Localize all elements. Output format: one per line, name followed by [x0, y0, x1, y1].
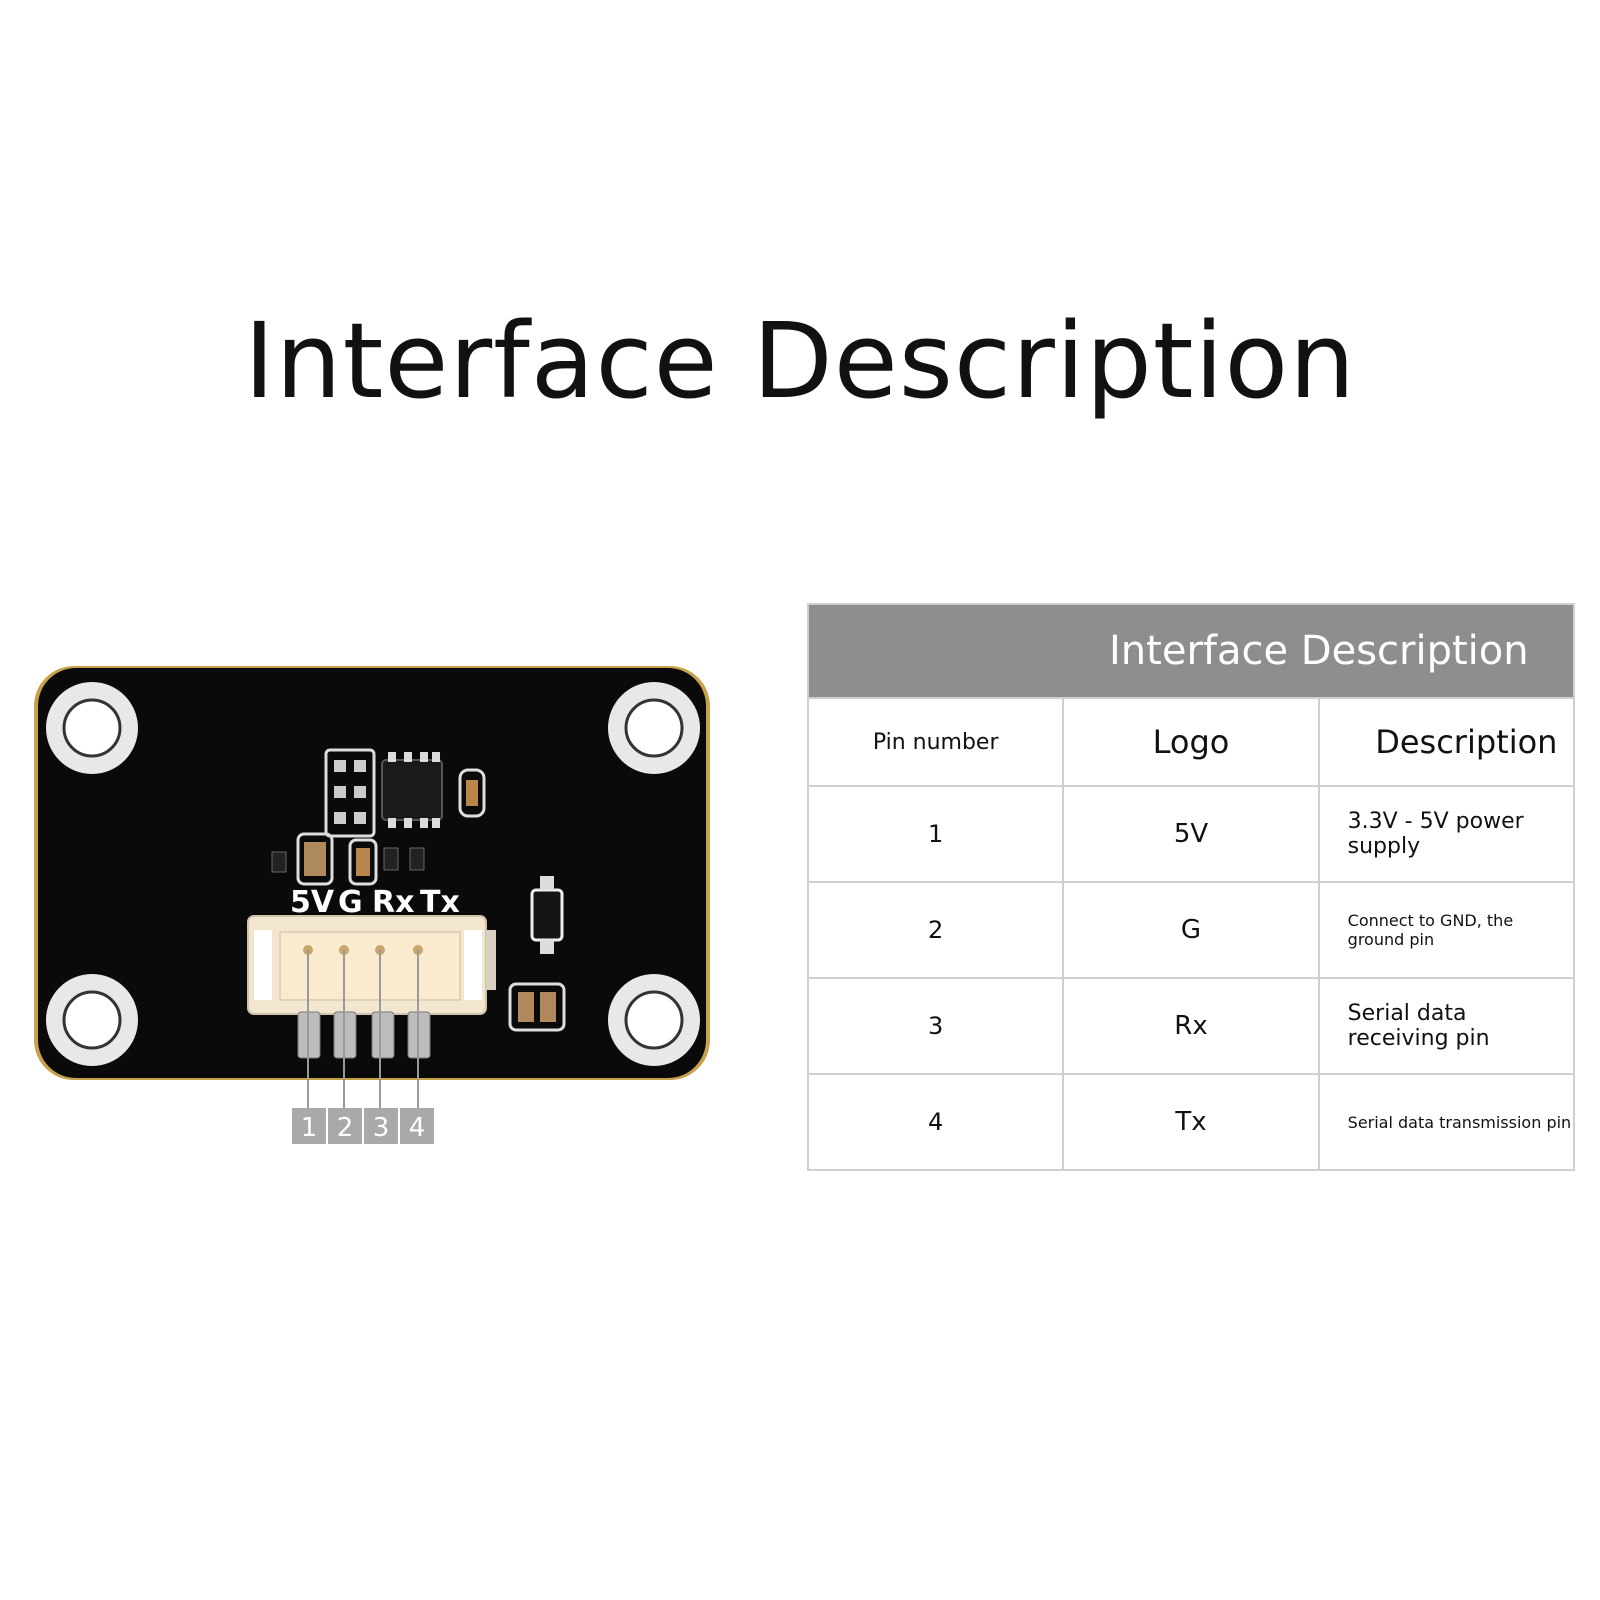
pin-badge-1: 1 — [301, 1113, 318, 1143]
cell-pin: 2 — [806, 881, 1065, 979]
cell-description: 3.3V - 5V power supply — [1317, 785, 1576, 883]
cell-description: Connect to GND, the ground pin — [1317, 881, 1576, 979]
mounting-hole-bottom-left — [46, 974, 138, 1066]
smd-caps-bottom-right — [508, 982, 566, 1032]
interface-table: Interface Description Pin number Logo De… — [806, 603, 1576, 1171]
pin-badge-3-bg — [364, 1108, 398, 1144]
cell-logo: Rx — [1062, 977, 1320, 1075]
table-row: 2 G Connect to GND, the ground pin — [806, 881, 1576, 979]
table-title: Interface Description — [807, 603, 1575, 699]
cell-pin: 1 — [806, 785, 1065, 883]
header-pin-number: Pin number — [806, 697, 1065, 787]
table-row: 3 Rx Serial data receiving pin — [806, 977, 1576, 1075]
cell-pin: 3 — [806, 977, 1065, 1075]
silk-label-5v: 5V — [290, 885, 335, 920]
smd-components-row — [271, 832, 425, 886]
table-row: 1 5V 3.3V - 5V power supply — [806, 785, 1576, 883]
header-logo: Logo — [1062, 697, 1320, 787]
pin-leader-lines — [307, 950, 419, 1110]
pin-badge-1-bg — [292, 1108, 326, 1144]
pcb-svg: 5V G Rx Tx — [34, 666, 710, 1144]
smd-resistor-top-right — [458, 768, 486, 818]
pcb-body — [38, 668, 706, 1078]
cell-description: Serial data receiving pin — [1317, 977, 1576, 1075]
cell-pin: 4 — [806, 1073, 1065, 1171]
jumper-pads — [324, 748, 376, 838]
mounting-hole-top-left — [46, 682, 138, 774]
pin-badge-3: 3 — [373, 1113, 390, 1143]
transistor — [530, 876, 564, 954]
silkscreen-labels: 5V G Rx Tx — [290, 885, 460, 920]
pin-badge-4-bg — [400, 1108, 434, 1144]
ic-chip — [381, 752, 443, 828]
silk-label-rx: Rx — [372, 885, 414, 920]
table-header-row: Pin number Logo Description — [806, 697, 1576, 787]
mounting-hole-bottom-right — [608, 974, 700, 1066]
cell-logo: 5V — [1062, 785, 1320, 883]
cell-logo: Tx — [1062, 1073, 1320, 1171]
silk-label-g: G — [338, 885, 363, 920]
mounting-hole-top-right — [608, 682, 700, 774]
cell-description: Serial data transmission pin — [1317, 1073, 1576, 1171]
table-row: 4 Tx Serial data transmission pin — [806, 1073, 1576, 1171]
cell-logo: G — [1062, 881, 1320, 979]
header-description: Description — [1317, 697, 1576, 787]
page-title: Interface Description — [244, 300, 1356, 422]
pin-badge-2-bg — [328, 1108, 362, 1144]
pin-badge-2: 2 — [337, 1113, 354, 1143]
pin-badge-4: 4 — [409, 1113, 426, 1143]
module-board-illustration: 5V G Rx Tx — [32, 660, 732, 1180]
silk-label-tx: Tx — [420, 885, 460, 920]
